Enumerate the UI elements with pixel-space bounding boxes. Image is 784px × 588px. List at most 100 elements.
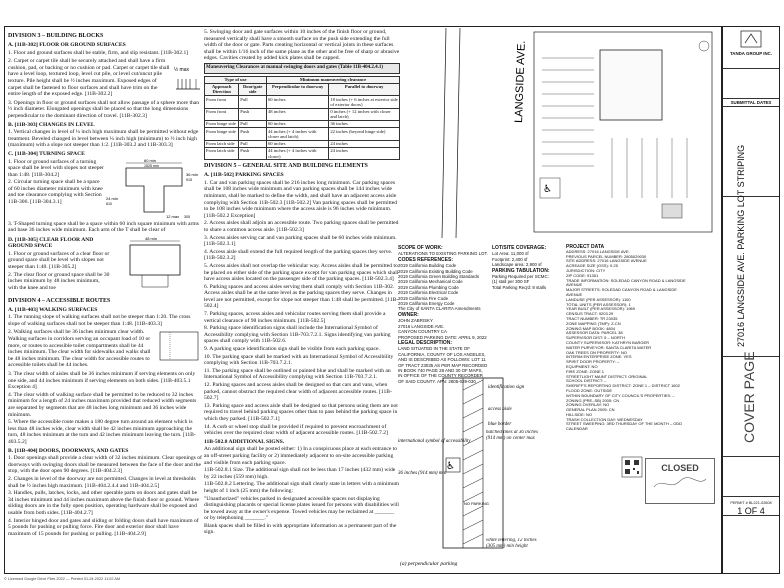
project-data-line: ZIP CODE: 91351 bbox=[566, 272, 599, 278]
project-data-line: SCHOOL DISTRICT: – bbox=[566, 378, 607, 384]
stamp-signature-icon bbox=[653, 477, 707, 488]
project-data-line: COUNTY SUPERVISOR: KATHRYN BARGER bbox=[566, 339, 650, 345]
table-cell: Pull bbox=[238, 139, 267, 148]
table-cell: 60 inches bbox=[265, 139, 330, 148]
floor-item: 3. Openings in floor or ground surfaces … bbox=[8, 99, 200, 119]
accessible-stall bbox=[539, 177, 561, 199]
floor-item: 1. Floor and ground surfaces shall be st… bbox=[8, 49, 189, 56]
clear-floor-item: 1. Floor or ground surfaces of a clear f… bbox=[8, 250, 110, 271]
signs-item: 11B-502.8.2 Lettering. The additional si… bbox=[204, 481, 399, 494]
code-item: 2019 California Electrical Code bbox=[398, 290, 459, 296]
street-name-label: LANGSIDE AVE. bbox=[513, 40, 528, 123]
table-header: Type of use bbox=[204, 75, 267, 84]
code-item: The City of SANTA CLARITA Amendments bbox=[398, 306, 481, 312]
scope-text: ALTERATIONS TO EXISTING PARKING LOT. bbox=[398, 251, 488, 257]
signs-item: "Unauthorized" vehicles parked in design… bbox=[204, 495, 399, 522]
codes-title: CODES REFERENCES: bbox=[398, 256, 454, 263]
owner-line: PROPOSED PARKING DATE: APRIL 9, 2022 bbox=[398, 334, 487, 340]
table-cell: 48 inches bbox=[265, 107, 330, 122]
permit-cell: PERMIT # BL221-02608 1 OF 4 bbox=[723, 497, 779, 516]
lot-line: Landscape area: 2,900 sf bbox=[492, 262, 542, 268]
property-outline bbox=[533, 31, 713, 233]
title-block: TANDA GROUP INC. SUBMITTAL DATES 27016 L… bbox=[722, 26, 780, 574]
table-cell: Push bbox=[238, 146, 267, 161]
revision-cell bbox=[723, 457, 779, 497]
project-data-line: SPIRIT DOOR PROPERTY: – bbox=[566, 359, 620, 365]
firm-address-cell bbox=[723, 69, 779, 99]
project-data-line: SITE ADDRESS: 27016 LANGSIDE AVENUE bbox=[566, 258, 647, 264]
project-name-cell: 27016 LANGSIDE AVE. PARKING LOT STRIPING bbox=[723, 145, 779, 357]
north-arrow-icon bbox=[698, 40, 710, 52]
lot-line: Lot Area: 11,000 sf bbox=[492, 251, 529, 257]
parking-tab-title: PARKING TABULATION: bbox=[492, 267, 550, 274]
diagram-label: identification sign bbox=[488, 385, 525, 390]
section-clear-floor-title: D. [11B-305] CLEAR FLOOR AND GROUND SPAC… bbox=[8, 236, 94, 250]
code-item: 2019 California Energy Code bbox=[398, 301, 455, 307]
table-header: Minimum maneuvering clearance bbox=[266, 75, 400, 84]
scope-title: SCOPE OF WORK: bbox=[398, 245, 443, 251]
pile-height-label: ½ max bbox=[174, 66, 190, 73]
doors-item: 4. Interior hinged door and gates and sl… bbox=[8, 517, 199, 537]
code-item: 2019 California Plumbing Code bbox=[398, 284, 459, 290]
table-cell: Pull bbox=[238, 119, 267, 129]
lot-title: LOT/SITE COVERAGE: bbox=[492, 245, 547, 251]
division-5-title: DIVISION 5 – GENERAL SITE AND BUILDING E… bbox=[204, 163, 368, 170]
doors-item: 3. Handles, pulls, latches, locks, and o… bbox=[8, 490, 199, 516]
section-level-title: B. [11B-303] CHANGES IN LEVEL bbox=[8, 121, 95, 128]
code-item: 2019 California Mechanical Code bbox=[398, 279, 463, 285]
section-doors-title: B. [11B-404] DOORS, DOORWAYS, AND GATES bbox=[8, 447, 129, 454]
project-data-line: INTERIM ENTERPRISE ZONE: YES bbox=[566, 354, 632, 360]
dim-label: 610 bbox=[106, 202, 112, 206]
parking-item: 13. Parking space and access aisle shall… bbox=[204, 402, 398, 422]
approval-stamp: CLOSED bbox=[645, 458, 715, 504]
sheet-title-vertical: COVER PAGE bbox=[741, 351, 757, 443]
section-floor-title: A. [11B-302] FLOOR OR GROUND SURFACES bbox=[8, 42, 126, 48]
division-5-column: 5. Swinging door and gate surfaces withi… bbox=[203, 28, 400, 537]
turning-item: 2. Circular turning space shall be a spa… bbox=[8, 179, 103, 206]
walking-item: 4. The clear width of walking surface sh… bbox=[8, 391, 197, 418]
clear-floor-diagram: 48 min bbox=[129, 236, 181, 287]
table-cell: 36 inches bbox=[328, 119, 400, 129]
dim-label: 915 bbox=[186, 178, 192, 182]
maneuvering-table-title: Maneuvering Clearances at manual swingin… bbox=[204, 62, 400, 74]
site-coverage-notes: LOT/SITE COVERAGE: Lot Area: 11,000 sf F… bbox=[492, 245, 562, 290]
qr-code-icon bbox=[621, 456, 643, 478]
project-data-line: TRACT NUMBER: TR 23035 bbox=[566, 315, 618, 321]
firm-logo-cell: TANDA GROUP INC. bbox=[723, 27, 779, 69]
turning-item: 1. Floor or ground surfaces of a turning… bbox=[8, 158, 104, 178]
project-data-line: ADDRESS: 27016 LANGSIDE AVE. bbox=[566, 248, 630, 254]
division-4-title: DIVISION 4 – ACCESSIBLE ROUTES bbox=[8, 297, 111, 304]
section-walking-title: A. [11B-403] WALKING SURFACES bbox=[8, 306, 98, 313]
parking-item: 5. Access aisles shall not overlap the v… bbox=[204, 262, 399, 283]
dim-label: 60 min bbox=[144, 158, 156, 163]
diagram-label: access aisle bbox=[488, 407, 513, 412]
table-cell: From latch side bbox=[203, 146, 240, 161]
project-data-line: GENERAL PLAN 2005: CN bbox=[566, 407, 615, 413]
submittal-dates-header: SUBMITTAL DATES bbox=[723, 99, 779, 107]
project-data-line: JURISDICTION: CITY bbox=[566, 267, 606, 273]
project-data-line: TRASH COLLECTION DAY: WEDNESDAY bbox=[566, 416, 643, 422]
no-parking-label: NO PARKING bbox=[464, 501, 489, 506]
table-cell: 22 inches (beyond hinge side) bbox=[328, 127, 400, 141]
stamp-text: CLOSED bbox=[661, 463, 699, 473]
diagram-caption: (a) perpendicular parking bbox=[400, 560, 458, 567]
table-cell: From front bbox=[203, 95, 240, 109]
parking-item: 12. Parking spaces and access aisles sha… bbox=[204, 382, 392, 402]
table-cell: 24 inches bbox=[328, 139, 400, 148]
carpet-pile-diagram: ½ max bbox=[174, 66, 200, 90]
project-data-line: ZONING (PRE–SB) 2005: CN bbox=[566, 397, 620, 403]
project-data-line: TRADE INFORMATION: SOLEDAD CANYON ROAD &… bbox=[566, 277, 686, 288]
parking-tab-line: Total Parking Req'd: 8 stalls bbox=[492, 284, 547, 290]
clear-floor-item: 2. The clear floor or ground space shall… bbox=[8, 271, 110, 291]
table-cell: 0 inches (+ 12 inches with closer and la… bbox=[328, 107, 400, 122]
doors-item-5: 5. Swinging door and gate surfaces withi… bbox=[204, 29, 400, 62]
site-plan: LANGSIDE AVE. ♿ bbox=[441, 28, 713, 238]
additional-signs-title: 11B-502.8 ADDITIONAL SIGNS. bbox=[204, 438, 285, 445]
dim-label: 24 min bbox=[106, 196, 118, 201]
parking-tab-line: Parking Required per SCMC: bbox=[492, 274, 549, 280]
parking-item: 8. Parking space identification signs sh… bbox=[204, 325, 391, 345]
diagram-label: international symbol of accessibility bbox=[398, 439, 471, 444]
code-item: 2019 California Fire Code bbox=[398, 295, 449, 301]
